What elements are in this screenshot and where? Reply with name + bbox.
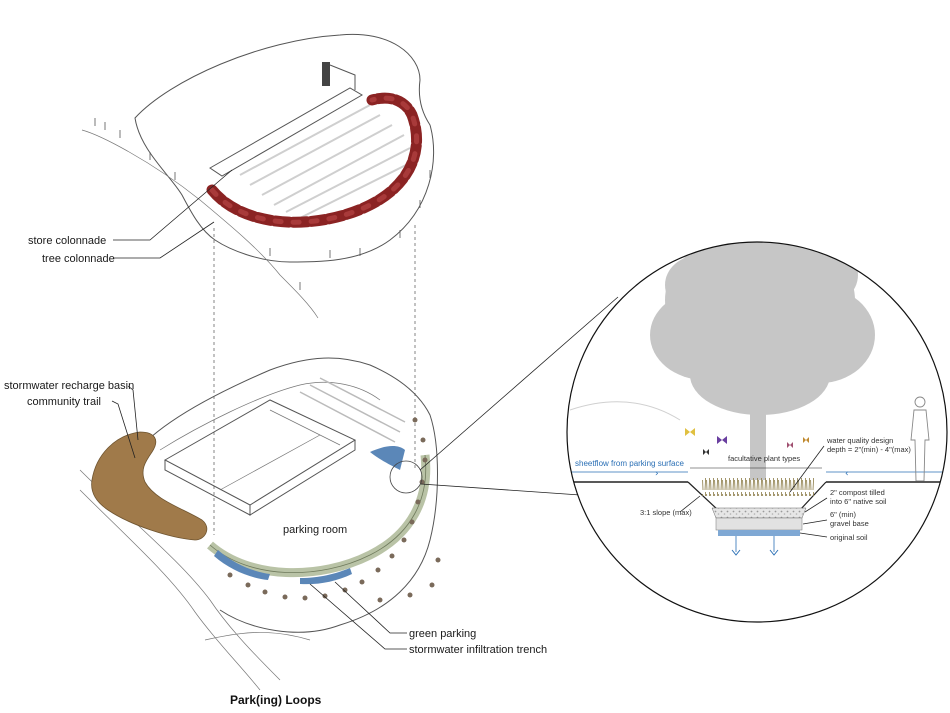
store-colonnade-label: store colonnade [28,235,106,247]
slope-label: 3:1 slope (max) [640,508,692,517]
stormwater-recharge-basin-label: stormwater recharge basin [4,380,134,392]
flow-arrow-right-icon: › [655,469,659,479]
infiltration-trench-east [370,446,405,470]
tree-colonnade-label: tree colonnade [42,253,115,265]
parking-stripes [239,104,413,219]
callout-lines [389,296,619,496]
stormwater-infiltration-trench-label: stormwater infiltration trench [409,644,547,656]
original-soil-label: original soil [830,533,868,542]
gravel-label-1: 6" (min) [830,510,856,519]
gravel-label-2: gravel base [830,519,869,528]
section-detail: sheetflow from parking surface › ‹ facul… [566,241,948,623]
compost-label-2: into 6" native soil [830,497,887,506]
green-parking-label: green parking [409,628,476,640]
infiltration-trench-west [214,550,270,580]
water-quality-label-2: depth = 2"(min) - 4"(max) [827,445,911,454]
butterfly-icons [685,428,809,455]
lower-trees [227,417,441,603]
flow-arrow-left-icon: ‹ [845,469,849,479]
gray-tree [650,242,875,480]
diagram-caption: Park(ing) Loops [230,693,322,707]
facultative-plant-label: facultative plant types [728,454,800,463]
community-trail-label: community trail [27,396,101,408]
upper-labels: store colonnade tree colonnade [28,169,233,265]
water-quality-label-1: water quality design [826,436,893,445]
person-silhouette-icon [910,396,930,482]
infiltration-trench-south [300,568,352,585]
lower-layer [79,357,441,691]
stormwater-recharge-basin [91,431,208,541]
parking-room-label: parking room [283,524,347,536]
detail-circle-border [566,241,948,623]
store-tower [322,62,330,86]
projection-lines [213,225,416,535]
sheetflow-label: sheetflow from parking surface [575,459,684,468]
upper-layer [81,33,435,319]
lower-labels: stormwater recharge basin community trai… [4,380,547,707]
compost-label-1: 2" compost tilled [830,488,885,497]
